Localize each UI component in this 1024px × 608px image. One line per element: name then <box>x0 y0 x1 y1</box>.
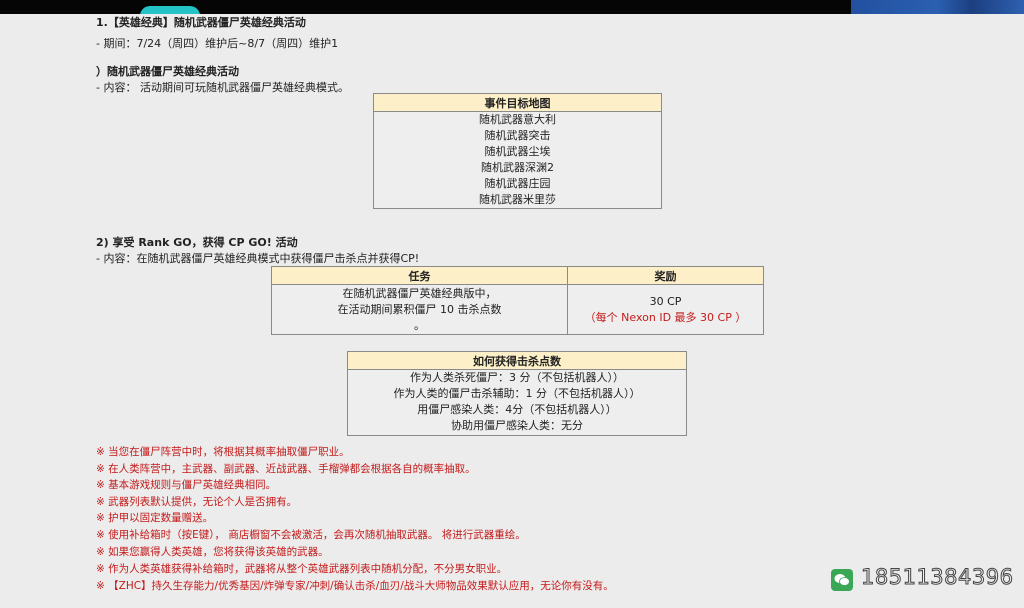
note-item: ※ 【ZHC】持久生存能力/优秀基因/炸弹专家/冲刺/确认击杀/血刃/战斗大师物… <box>96 580 614 592</box>
section2-content: - 内容：在随机武器僵尸英雄经典模式中获得僵尸击杀点并获得CP! <box>96 252 420 265</box>
points-row: 用僵尸感染人类：4分（不包括机器人）） <box>417 403 617 416</box>
reward-cell: 30 CP （每个 Nexon ID 最多 30 CP ） <box>567 284 764 335</box>
map-item: 随机武器庄园 <box>484 177 551 190</box>
points-row: 协助用僵尸感染人类：无分 <box>451 419 583 432</box>
reward-note-close: ） <box>731 310 747 324</box>
task-header: 任务 <box>271 266 568 285</box>
wechat-icon <box>831 569 853 591</box>
map-item: 随机武器米里莎 <box>479 193 556 206</box>
note-item: ※ 当您在僵尸阵营中时，将根据其概率抽取僵尸职业。 <box>96 446 350 458</box>
reward-note: Nexon ID 最多 30 CP <box>621 310 732 324</box>
event-period: - 期间：7/24（周四）维护后~8/7（周四）维护1 <box>96 37 339 50</box>
section2-title: 2) 享受 Rank GO，获得 CP GO! 活动 <box>96 236 298 249</box>
maps-table-header: 事件目标地图 <box>373 93 662 112</box>
note-item: ※ 护甲以固定数量赠送。 <box>96 512 214 524</box>
section-header-cut: 1.【英雄经典】随机武器僵尸英雄经典活动 <box>96 16 306 29</box>
task-line: 在随机武器僵尸英雄经典版中， <box>342 286 497 300</box>
note-item: ※ 如果您赢得人类英雄，您将获得该英雄的武器。 <box>96 546 329 558</box>
map-item: 随机武器深渊2 <box>481 161 554 174</box>
task-cell: 在随机武器僵尸英雄经典版中， 在活动期间累积僵尸 10 击杀点数 。 <box>271 284 568 335</box>
reward-table: 任务 奖励 在随机武器僵尸英雄经典版中， 在活动期间累积僵尸 10 击杀点数 。… <box>271 266 764 335</box>
top-banner <box>0 0 1024 14</box>
points-table-header: 如何获得击杀点数 <box>347 351 687 370</box>
map-item: 随机武器意大利 <box>479 113 556 126</box>
note-item: ※ 作为人类英雄获得补给箱时，武器将从整个英雄武器列表中随机分配，不分男女职业。 <box>96 563 508 575</box>
points-row: 作为人类的僵尸击杀辅助：1 分（不包括机器人）） <box>393 387 641 400</box>
maps-table: 事件目标地图 随机武器意大利 随机武器突击 随机武器尘埃 随机武器深渊2 随机武… <box>373 93 662 209</box>
reward-note-open: （每个 <box>584 310 622 324</box>
section1-content: - 内容： 活动期间可玩随机武器僵尸英雄经典模式。 <box>96 81 349 94</box>
watermark-phone: 18511384396 <box>860 565 1014 590</box>
note-item: ※ 在人类阵营中，主武器、副武器、近战武器、手榴弹都会根据各自的概率抽取。 <box>96 463 476 475</box>
points-table: 如何获得击杀点数 作为人类杀死僵尸：3 分（不包括机器人）） 作为人类的僵尸击杀… <box>347 351 687 436</box>
note-item: ※ 基本游戏规则与僵尸英雄经典相同。 <box>96 479 277 491</box>
task-line: 。 <box>414 318 425 332</box>
banner-image <box>851 0 1024 14</box>
note-item: ※ 使用补给箱时（按E键）， 商店橱窗不会被激活，会再次随机抽取武器。 将进行武… <box>96 529 526 541</box>
map-item: 随机武器尘埃 <box>484 145 551 158</box>
points-row: 作为人类杀死僵尸：3 分（不包括机器人）） <box>410 371 624 384</box>
map-item: 随机武器突击 <box>484 129 551 142</box>
reward-header: 奖励 <box>567 266 764 285</box>
banner-decoration <box>140 6 200 14</box>
task-line: 在活动期间累积僵尸 10 击杀点数 <box>337 302 502 316</box>
reward-value: 30 CP <box>649 294 682 308</box>
section1-title: ）随机武器僵尸英雄经典活动 <box>96 65 239 78</box>
note-item: ※ 武器列表默认提供，无论个人是否拥有。 <box>96 496 298 508</box>
